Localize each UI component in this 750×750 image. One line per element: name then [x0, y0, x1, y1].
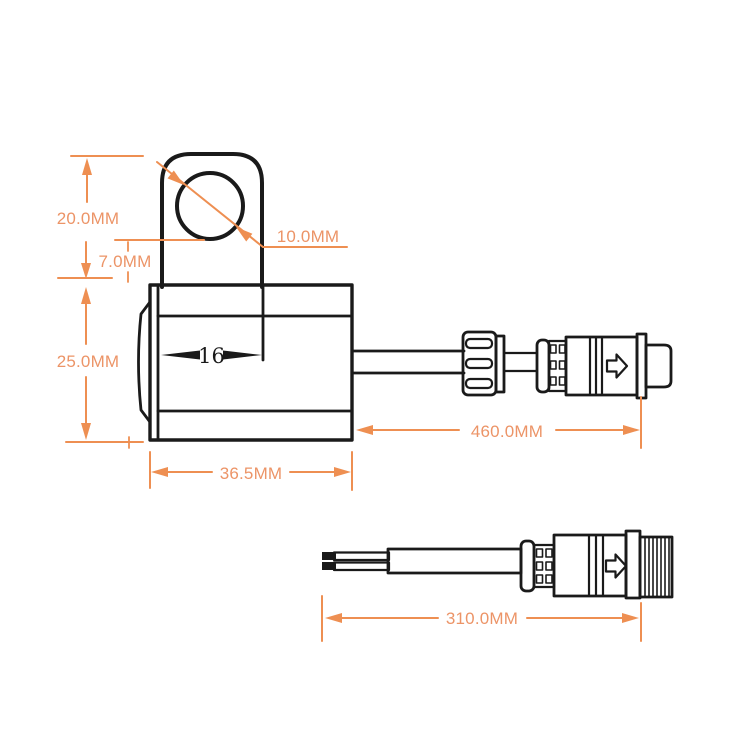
lower-cable-assembly	[322, 529, 674, 600]
cable-gland-nut	[461, 330, 539, 397]
dim-arrow-left	[325, 613, 342, 623]
grip-slot	[535, 574, 544, 584]
sensor-body	[137, 283, 354, 442]
grip-slot	[549, 376, 557, 386]
dim-label-body-height: 25.0MM	[57, 352, 120, 371]
dim-label-hole-center-offset: 16	[198, 344, 225, 368]
nut-slot	[464, 357, 494, 370]
connector-entry-ring	[519, 539, 536, 593]
cable-jacket	[386, 547, 523, 575]
grip-slot	[535, 548, 544, 558]
dim-arrow-right	[623, 425, 640, 435]
dim-hole-diameter: 10.0MM	[156, 161, 348, 248]
dim-arrow-right	[622, 613, 639, 623]
dim-arrow-lower	[236, 227, 253, 242]
bare-wire-leads	[322, 551, 391, 572]
dim-bracket-height: 20.0MM	[57, 155, 205, 252]
dim-body-width: 36.5MM	[149, 451, 353, 491]
dim-arrow-up	[81, 287, 91, 304]
grip-slot	[545, 548, 553, 558]
grip-slot	[535, 561, 544, 571]
dim-arrow-left	[151, 467, 168, 477]
direction-arrow-icon	[605, 353, 629, 379]
cad-arrow-left	[161, 350, 200, 360]
insulated-wire	[332, 551, 391, 562]
dim-arrow-down	[81, 423, 91, 440]
thread-body	[638, 535, 674, 599]
dim-label-upper-cable-length: 460.0MM	[471, 422, 543, 441]
mounting-bracket-outline	[160, 152, 264, 289]
cad-arrow-right	[223, 350, 262, 360]
dim-body-height: 25.0MM	[57, 287, 144, 449]
dim-arrow-down	[81, 263, 91, 279]
dim-arrow-right	[334, 467, 351, 477]
body-outline	[148, 283, 354, 442]
grip-slot	[545, 561, 553, 571]
grip-slot	[545, 574, 553, 584]
mounting-bracket	[160, 152, 265, 362]
nut-slot	[464, 377, 494, 390]
connector-entry-ring	[535, 338, 551, 394]
grip-slot	[549, 360, 557, 370]
dim-upper-cable-length: 460.0MM	[356, 396, 642, 449]
connector-flange	[624, 529, 642, 600]
dim-hole-center-offset: 16	[161, 344, 262, 368]
upper-connector	[535, 332, 673, 400]
grip-slot	[558, 376, 566, 386]
insulated-wire	[332, 561, 391, 572]
wire-tip	[322, 552, 336, 560]
dim-label-body-width: 36.5MM	[220, 464, 283, 483]
dim-label-hole-diameter: 10.0MM	[277, 227, 340, 246]
grip-slot	[558, 344, 566, 354]
dim-arrow-up	[82, 158, 92, 175]
dim-lower-cable-length: 310.0MM	[321, 595, 642, 642]
direction-arrow-icon	[604, 553, 628, 579]
grip-slot	[549, 344, 557, 354]
lower-connector	[519, 529, 674, 600]
lens-dome	[137, 300, 152, 424]
grip-slot	[558, 360, 566, 370]
connector-tip	[644, 343, 673, 389]
dim-label-bracket-height: 20.0MM	[57, 209, 120, 228]
connector-grip-section	[547, 339, 568, 393]
upper-cable	[350, 349, 466, 375]
dim-bracket-offset: 7.0MM	[57, 241, 152, 283]
threaded-connector-end	[638, 535, 674, 599]
nut-slot	[464, 337, 494, 350]
dim-label-bracket-offset: 7.0MM	[99, 252, 152, 271]
dim-arrow-upper	[167, 170, 184, 185]
dim-label-lower-cable-length: 310.0MM	[446, 609, 518, 628]
wire-tip	[322, 562, 336, 570]
dim-arrow-left	[356, 425, 373, 435]
mounting-hole	[175, 171, 245, 241]
nut-flange	[494, 334, 506, 394]
